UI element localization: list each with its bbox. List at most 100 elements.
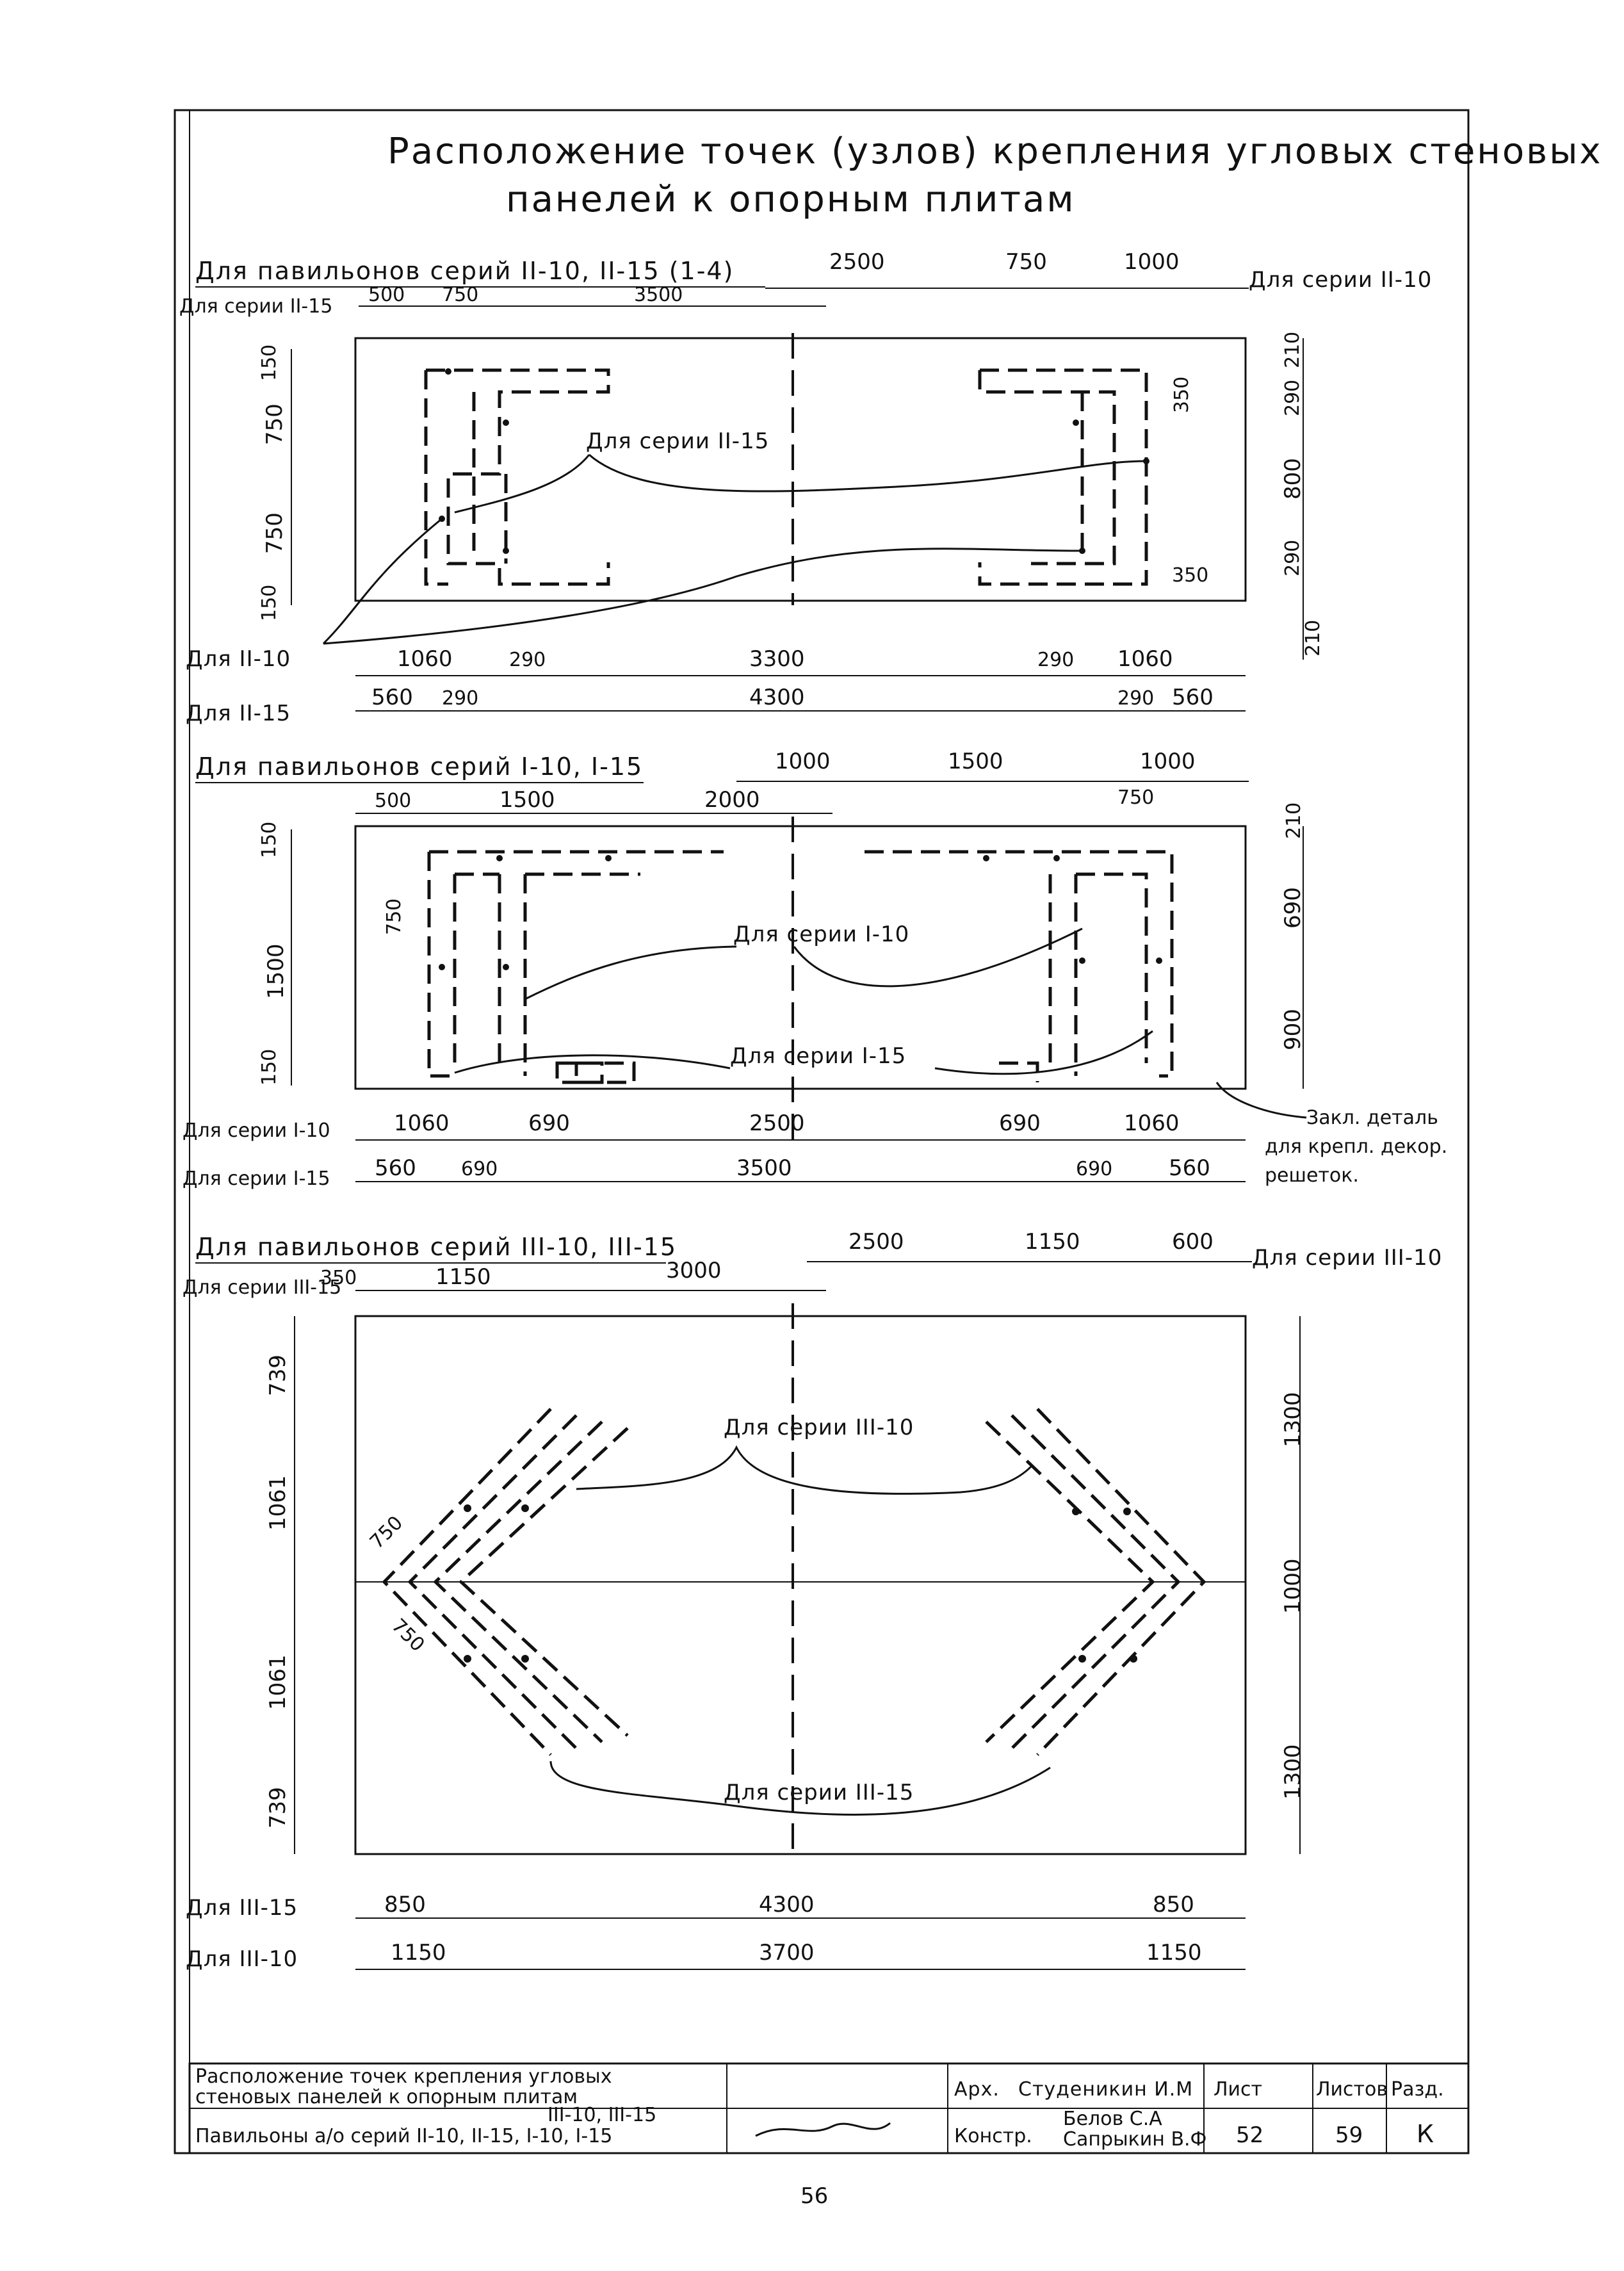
- titleblock-arch-name: Студеникин И.М: [1018, 2078, 1193, 2101]
- titleblock-sheets-label: Листов: [1316, 2078, 1388, 2101]
- section2-bottom-dim-10-1: 1060: [394, 1111, 450, 1136]
- titleblock-constr-name1: Белов С.А: [1063, 2108, 1162, 2130]
- section1-bottom-dim-15-3: 4300: [749, 685, 805, 710]
- section2-right-dim-2: 690: [1280, 887, 1306, 929]
- titleblock-sheet-label: Лист: [1214, 2078, 1262, 2101]
- titleblock-section-value: К: [1417, 2120, 1435, 2148]
- section2-top-dim-10-2: 1500: [948, 749, 1003, 774]
- section2-bottom-dim-10-3: 2500: [749, 1111, 805, 1136]
- section3-point: [521, 1504, 529, 1512]
- section2-leader-s15: [454, 1030, 1153, 1075]
- section2-left-corner-outline: [427, 850, 724, 1084]
- section3-point: [521, 1655, 529, 1663]
- section1-bottom-dim-10-3: 3300: [749, 646, 805, 672]
- section2-leader-s10: [524, 927, 1083, 1000]
- section1-bottom-dim-15-4: 290: [1117, 687, 1154, 710]
- section1-note-arrow: Для серии II-15: [586, 428, 769, 454]
- section3-right-chevron: [985, 1408, 1206, 1756]
- section3-left-dim-1: 739: [265, 1355, 291, 1396]
- section3-plate: [354, 1315, 1247, 1855]
- section1-right-corner-outline: [978, 368, 1148, 586]
- section2-right-dim-1: 210: [1283, 802, 1305, 839]
- titleblock-desc-line1: Расположение точек крепления угловых: [195, 2065, 612, 2088]
- section1-left-dim-2: 750: [262, 403, 288, 445]
- section3-row-label-15: Для III-15: [186, 1895, 298, 1921]
- section2-left-dim-2: 1500: [263, 943, 289, 999]
- section-1: Для павильонов серий II-10, II-15 (1-4) …: [179, 249, 1431, 726]
- section3-top-dim-15-1: 350: [320, 1267, 357, 1289]
- titleblock-desc-line2: стеновых панелей к опорным плитам: [195, 2086, 578, 2108]
- section1-bottom-dim-10-2: 290: [509, 649, 546, 671]
- section3-point: [1078, 1655, 1086, 1663]
- section2-side-note-1: Закл. деталь: [1306, 1107, 1438, 1129]
- section3-brace-s10: [576, 1445, 1032, 1495]
- section1-bottom-dim-15-1: 560: [371, 685, 413, 710]
- section3-label-s10: Для серии III-10: [1252, 1245, 1442, 1271]
- section2-row-label-15: Для серии I-15: [183, 1168, 330, 1190]
- section3-left-chevron: [382, 1408, 629, 1756]
- section3-attachment-points: [464, 1504, 1137, 1663]
- section3-bottom-dim-15-2: 4300: [759, 1892, 815, 1917]
- section2-point: [1053, 855, 1060, 861]
- section1-top-dim-15-3: 3500: [634, 284, 683, 306]
- section1-left-dim-4: 150: [258, 585, 280, 621]
- section3-bottom-dim-15-3: 850: [1153, 1892, 1194, 1917]
- section2-bottom-dim-15-2: 690: [461, 1158, 498, 1180]
- titleblock-series-sup: III-10, III-15: [548, 2104, 656, 2126]
- section2-note-s10: Для серии I-10: [733, 922, 909, 947]
- titleblock-constr-name2: Сапрыкин В.Ф: [1063, 2128, 1206, 2151]
- section2-bottom-dim-10-4: 690: [999, 1111, 1041, 1136]
- section1-right-dim-4: 290: [1281, 540, 1304, 576]
- section1-bottom-dim-15-2: 290: [442, 687, 478, 710]
- section1-right-dim-5: 210: [1302, 620, 1324, 656]
- section1-left-dim-1: 150: [258, 345, 280, 381]
- section2-left-inner-dim: 750: [383, 899, 405, 935]
- section3-left-dim-2: 1061: [265, 1475, 291, 1531]
- section3-top-dim-10-3: 600: [1172, 1229, 1214, 1255]
- section2-attachment-points: [439, 855, 1162, 970]
- sheet-title-line2: панелей к опорным плитам: [506, 179, 1076, 220]
- section3-top-dim-15-3: 3000: [666, 1258, 722, 1283]
- section3-bottom-dim-10-2: 3700: [759, 1940, 815, 1966]
- section2-inner-top-dim: 750: [1117, 786, 1154, 809]
- section3-brace-s15: [549, 1761, 1051, 1816]
- section2-point: [605, 855, 612, 861]
- section3-top-dim-15-2: 1150: [435, 1264, 491, 1290]
- titleblock-section-label: Разд.: [1391, 2078, 1444, 2101]
- section3-point: [464, 1655, 471, 1663]
- titleblock-series-line: Павильоны а/о серий II-10, II-15, I-10, …: [195, 2125, 612, 2147]
- section2-side-note-leader: [1215, 1082, 1307, 1119]
- titleblock-constr-label: Констр.: [954, 2125, 1032, 2147]
- section1-leader-curve: [454, 453, 1147, 514]
- section1-point: [503, 548, 509, 554]
- section1-inner-dim-1: 350: [1171, 377, 1193, 413]
- section1-row-label-10: Для II-10: [186, 646, 291, 672]
- section3-top-dim-10-2: 1150: [1025, 1229, 1080, 1255]
- section2-top-dim-10-3: 1000: [1140, 749, 1196, 774]
- section1-plate: [354, 337, 1247, 602]
- section1-bottom-dim-15-5: 560: [1172, 685, 1214, 710]
- section2-left-dim-1: 150: [258, 822, 280, 858]
- title-block: Расположение точек крепления угловых сте…: [188, 2062, 1470, 2154]
- section2-bottom-dim-15-1: 560: [375, 1155, 416, 1181]
- section2-right-corner-outline: [865, 850, 1174, 1082]
- section-2: Для павильонов серий I-10, I-15 1000 150…: [183, 749, 1447, 1190]
- section2-top-dim-15-3: 2000: [704, 787, 760, 813]
- section1-label-s15: Для серии II-15: [179, 295, 332, 318]
- section3-right-dim-2: 1000: [1280, 1558, 1306, 1614]
- section1-right-dim-2: 290: [1281, 380, 1304, 416]
- section2-bottom-dim-15-3: 3500: [736, 1155, 792, 1181]
- titleblock-sheets-value: 59: [1335, 2122, 1363, 2148]
- section2-bottom-dim-10-2: 690: [528, 1111, 570, 1136]
- section2-note-s15: Для серии I-15: [730, 1043, 906, 1069]
- section2-point: [439, 964, 445, 970]
- titleblock-sheet-value: 52: [1236, 2122, 1263, 2148]
- section2-side-note-2: для крепл. декор.: [1265, 1136, 1447, 1158]
- section2-side-note-3: решеток.: [1265, 1164, 1359, 1187]
- section1-leader-curve-lower: [322, 517, 1083, 645]
- titleblock-signature: [755, 2122, 891, 2137]
- section3-bottom-dim-10-3: 1150: [1146, 1940, 1202, 1966]
- section1-bottom-dim-10-4: 290: [1037, 649, 1074, 671]
- section2-left-dim-3: 150: [258, 1049, 280, 1086]
